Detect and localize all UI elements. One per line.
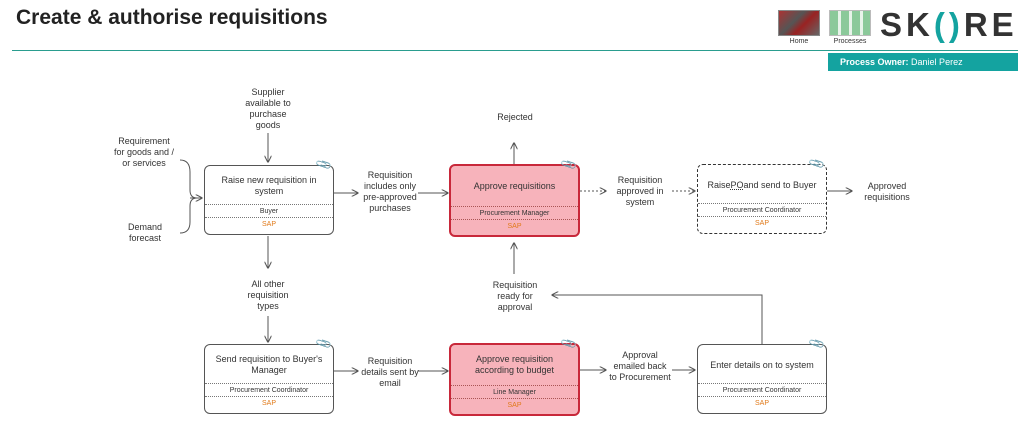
step-approve-requisitions[interactable]: 📎 Approve requisitions Procurement Manag… bbox=[449, 156, 580, 237]
step-approve-budget[interactable]: 📎 Approve requisition according to budge… bbox=[449, 335, 580, 416]
step-role: Buyer bbox=[205, 204, 333, 218]
edge-preapproved: Requisition includes only pre-approved p… bbox=[363, 170, 417, 213]
step-enter-details[interactable]: 📎 Enter details on to system Procurement… bbox=[697, 335, 827, 414]
processes-label: Processes bbox=[833, 38, 867, 45]
logo-mark: () bbox=[933, 6, 964, 43]
output-rejected: Rejected bbox=[497, 112, 533, 122]
home-thumbnail-icon bbox=[778, 10, 820, 36]
edge-emailed-back: Approval emailed back to Procurement bbox=[609, 350, 671, 382]
input-demand: Demand forecast bbox=[127, 222, 163, 243]
input-supplier: Supplier available to purchase goods bbox=[245, 87, 291, 130]
step-role: Line Manager bbox=[451, 385, 578, 399]
step-title: Send requisition to Buyer's Manager bbox=[215, 354, 323, 375]
step-role: Procurement Coordinator bbox=[698, 203, 826, 217]
edge-details-email: Requisition details sent by email bbox=[361, 356, 419, 388]
step-system: SAP bbox=[698, 396, 826, 410]
step-role: Procurement Coordinator bbox=[698, 383, 826, 397]
step-role: Procurement Manager bbox=[451, 206, 578, 220]
process-owner-banner: Process Owner: Daniel Perez bbox=[828, 53, 1018, 71]
step-system: SAP bbox=[698, 216, 826, 230]
processes-link[interactable]: Processes bbox=[828, 10, 872, 46]
step-role: Procurement Coordinator bbox=[205, 383, 333, 397]
step-title: Approve requisitions bbox=[473, 180, 556, 191]
owner-name: Daniel Perez bbox=[911, 57, 963, 67]
step-system: SAP bbox=[451, 398, 578, 412]
owner-label: Process Owner: bbox=[840, 57, 909, 67]
step-system: SAP bbox=[205, 217, 333, 231]
step-title: Approve requisition according to budget bbox=[474, 354, 555, 375]
logo-right: RE bbox=[963, 6, 1018, 43]
page-title: Create & authorise requisitions bbox=[16, 6, 328, 29]
header-divider bbox=[12, 50, 1018, 51]
processes-thumbnail-icon bbox=[829, 10, 871, 36]
step-title: Raise PO and send to Buyer bbox=[698, 171, 826, 199]
title-pre: Raise bbox=[707, 179, 731, 190]
step-raise-requisition[interactable]: 📎 Raise new requisition in system Buyer … bbox=[204, 156, 334, 235]
edge-other-types: All other requisition types bbox=[247, 279, 289, 311]
title-po: PO bbox=[730, 179, 744, 190]
home-label: Home bbox=[789, 38, 809, 45]
edge-ready: Requisition ready for approval bbox=[492, 280, 538, 312]
input-requirement: Requirement for goods and / or services bbox=[113, 136, 175, 168]
step-title: Raise new requisition in system bbox=[221, 175, 317, 196]
step-system: SAP bbox=[205, 396, 333, 410]
edge-approved-in-system: Requisition approved in system bbox=[616, 175, 664, 207]
logo-left: SK bbox=[880, 6, 934, 43]
home-link[interactable]: Home bbox=[778, 10, 820, 46]
skore-logo: SK()RE bbox=[880, 6, 1018, 44]
step-raise-po[interactable]: 📎 Raise PO and send to Buyer Procurement… bbox=[697, 155, 827, 234]
step-send-to-manager[interactable]: 📎 Send requisition to Buyer's Manager Pr… bbox=[204, 335, 334, 414]
step-system: SAP bbox=[451, 219, 578, 233]
step-title: Enter details on to system bbox=[710, 359, 814, 370]
title-post: and send to Buyer bbox=[743, 179, 817, 190]
output-approved-requisitions: Approved requisitions bbox=[864, 181, 910, 202]
